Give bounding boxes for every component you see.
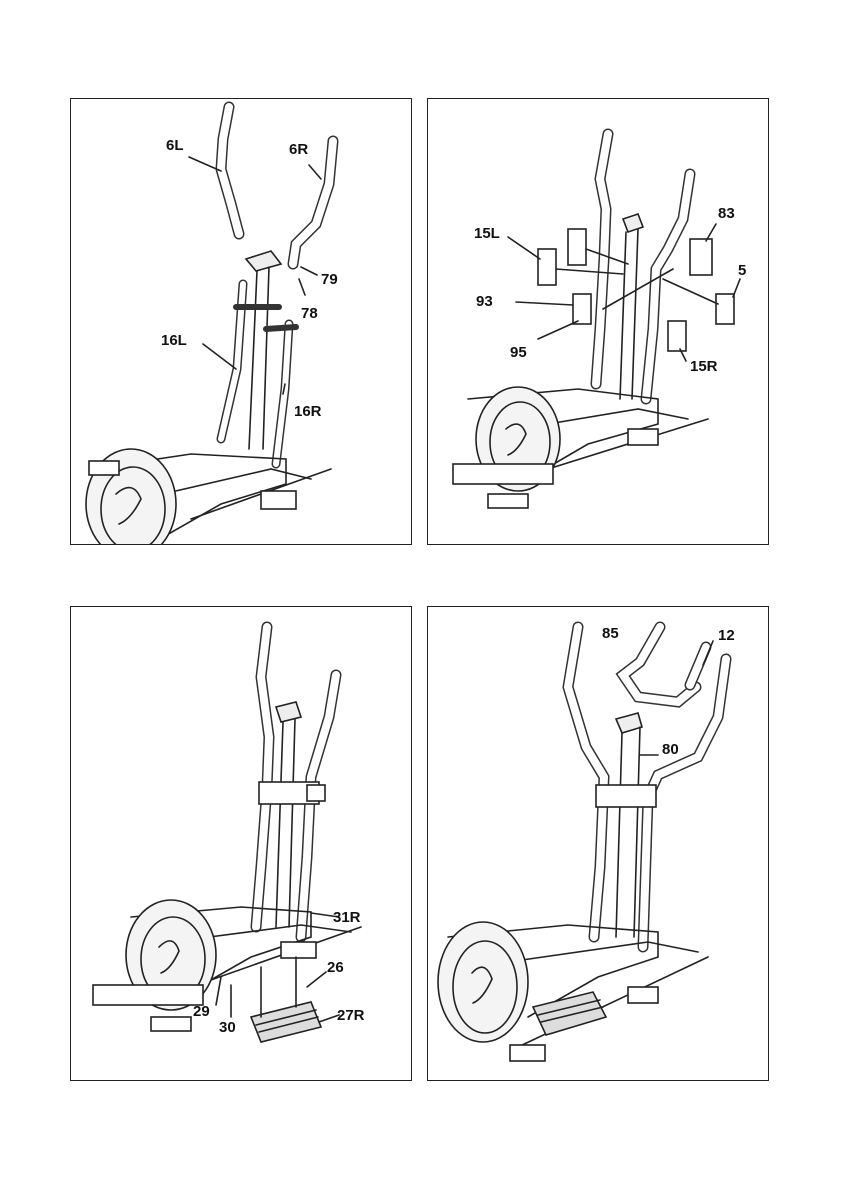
- assembly-step-panel-2: 83 15L 5 93 95 15R: [427, 98, 769, 545]
- assembly-step-panel-3: 31R 26 29 27R 30: [70, 606, 412, 1081]
- part-label: 95: [510, 344, 527, 361]
- part-label: 16L: [161, 332, 187, 349]
- part-label: 16R: [294, 403, 322, 420]
- part-label: 26: [327, 959, 344, 976]
- step-2-drawing: [428, 99, 768, 544]
- step-1-drawing: [71, 99, 411, 544]
- step-4-drawing: [428, 607, 768, 1080]
- part-label: 15R: [690, 358, 718, 375]
- part-label: 83: [718, 205, 735, 222]
- part-label: 78: [301, 305, 318, 322]
- part-label: 85: [602, 625, 619, 642]
- part-label: 27R: [337, 1007, 365, 1024]
- part-label: 79: [321, 271, 338, 288]
- part-label: 30: [219, 1019, 236, 1036]
- assembly-step-panel-1: 6L 6R 79 78 16L 16R: [70, 98, 412, 545]
- part-label: 6L: [166, 137, 184, 154]
- part-label: 5: [738, 262, 746, 279]
- part-label: 6R: [289, 141, 308, 158]
- part-label: 12: [718, 627, 735, 644]
- part-label: 15L: [474, 225, 500, 242]
- part-label: 80: [662, 741, 679, 758]
- part-label: 93: [476, 293, 493, 310]
- assembly-step-panel-4: 85 12 80: [427, 606, 769, 1081]
- part-label: 29: [193, 1003, 210, 1020]
- part-label: 31R: [333, 909, 361, 926]
